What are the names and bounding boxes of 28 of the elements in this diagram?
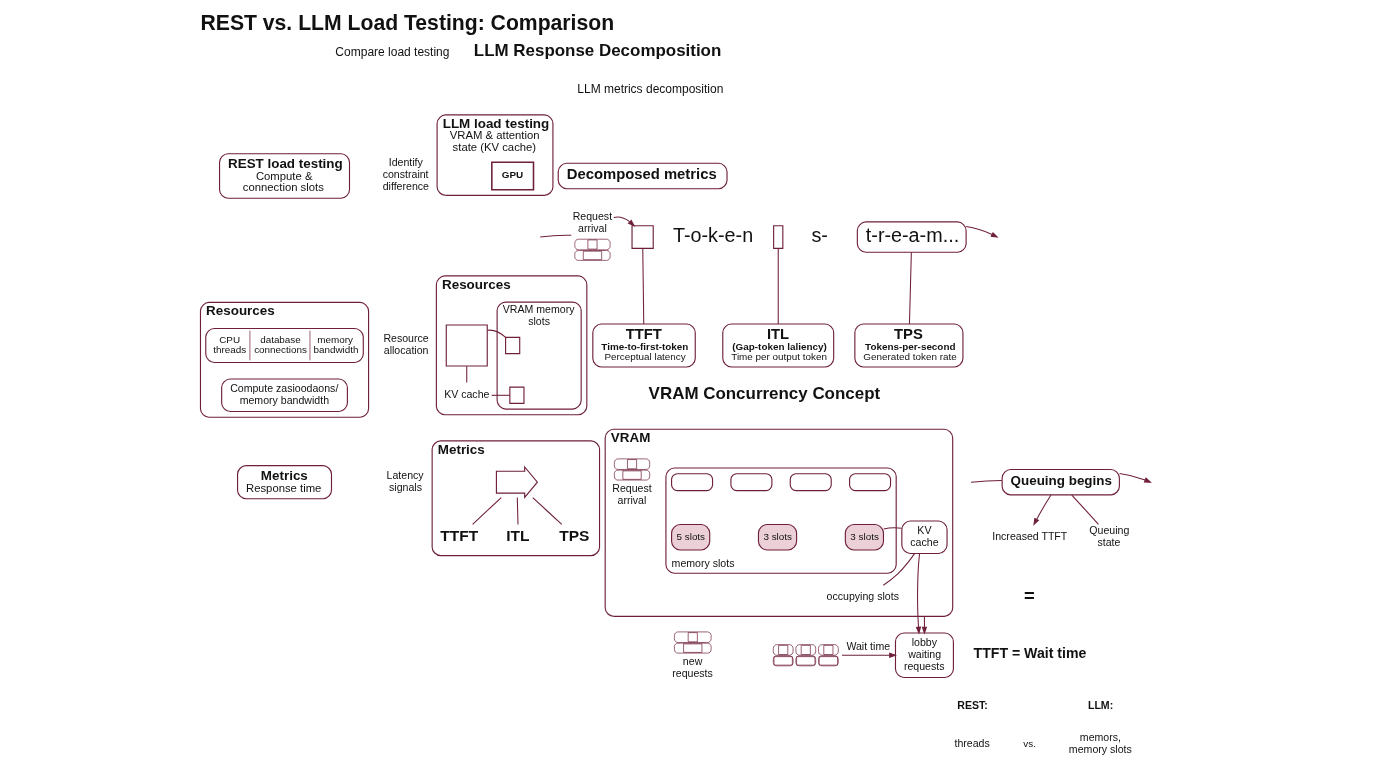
label: vs. — [1022, 737, 1036, 749]
node-text: occupying slots — [826, 590, 899, 603]
node-label: Request arrival — [572, 210, 612, 235]
node-text: KV cache — [443, 387, 489, 400]
label: s- — [810, 223, 828, 246]
label: VRAM Concurrency Concept — [648, 383, 880, 403]
node-text: Queuing state — [1088, 523, 1129, 548]
diagram-title: REST vs. LLM Load Testing: Comparison — [199, 11, 614, 35]
edge-label: Wait time — [845, 639, 890, 652]
label: Resource allocation — [382, 331, 429, 356]
label: Compare load testing — [334, 44, 449, 59]
node-text: Increased TTFT — [991, 529, 1067, 542]
label: Latency signals — [386, 468, 424, 493]
label: Identify constraint difference — [382, 156, 429, 193]
label: LLM: — [1087, 698, 1113, 711]
node-label: Request arrival — [611, 482, 652, 507]
node-text: TPS — [558, 526, 589, 544]
label: TTFT = Wait time — [973, 645, 1086, 662]
node-text: TTFT — [439, 526, 478, 544]
node-label: new requests — [671, 655, 713, 680]
label: LLM metrics decomposition — [576, 82, 723, 97]
label: = — [1023, 584, 1035, 606]
label: threads — [953, 736, 990, 749]
node-text: ITL — [505, 526, 530, 544]
label: LLM Response Decomposition — [473, 41, 721, 61]
label: T-o-k-e-n — [672, 223, 753, 246]
label: memors, memory slots — [1068, 730, 1132, 755]
label: REST: — [956, 698, 988, 711]
